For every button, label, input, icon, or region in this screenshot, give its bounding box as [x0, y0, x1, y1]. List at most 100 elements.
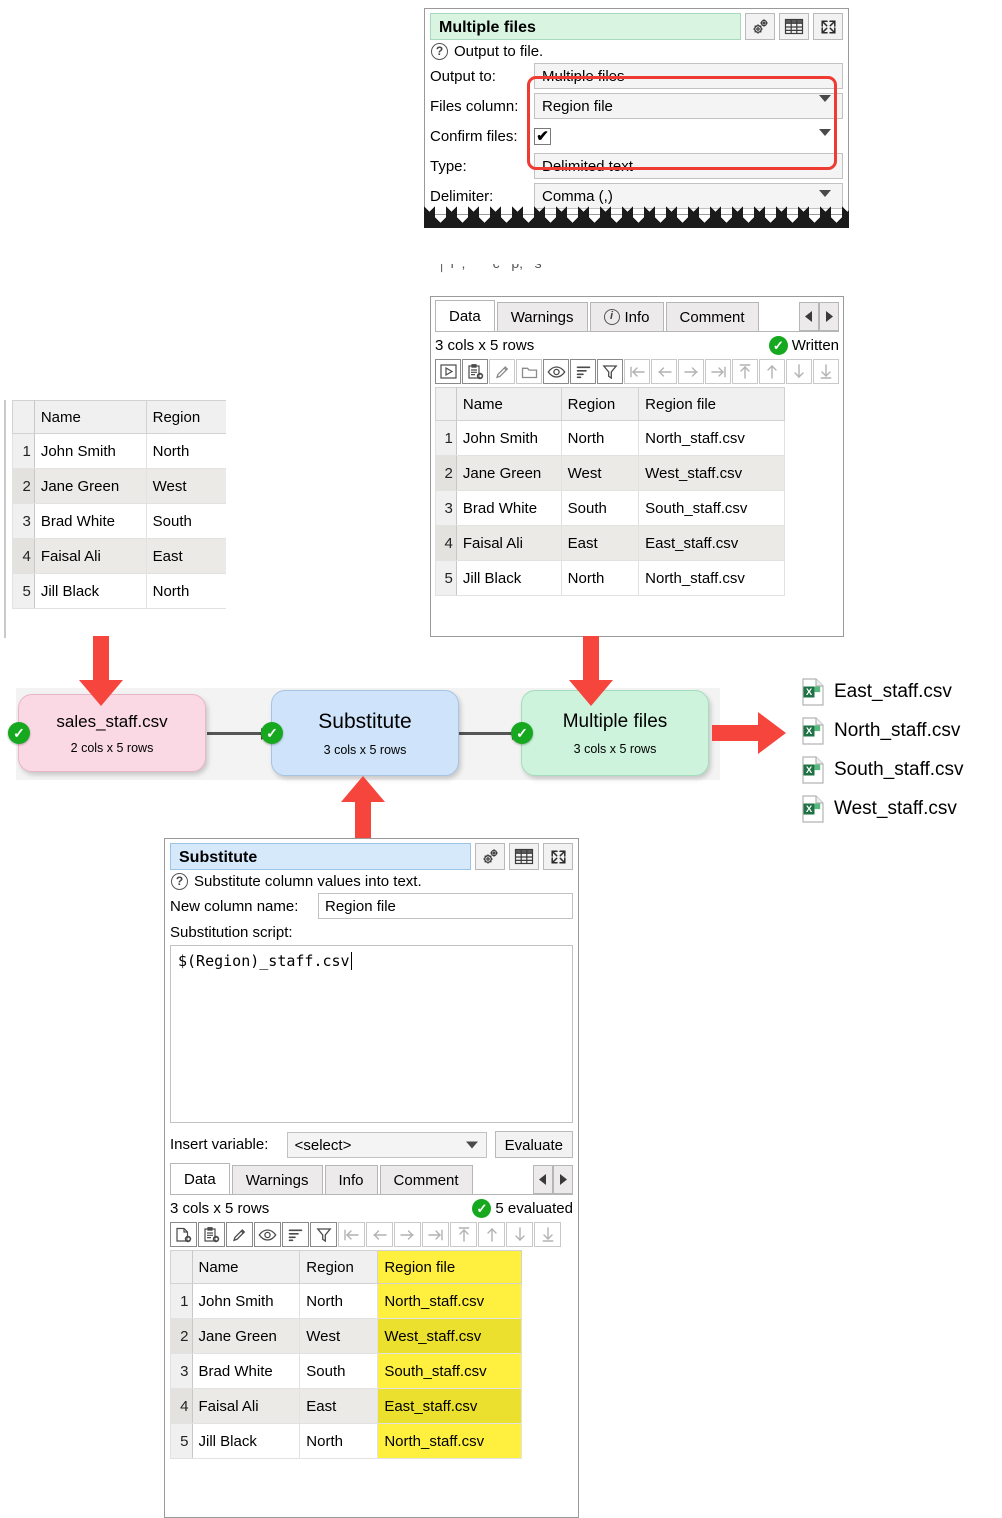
cell-region-file[interactable]: North_staff.csv: [638, 420, 785, 456]
cell-name[interactable]: Brad White: [191, 1353, 301, 1389]
cell-region[interactable]: West: [145, 468, 226, 504]
dialog-title-input[interactable]: Multiple files: [430, 13, 741, 40]
prev-col-icon[interactable]: [366, 1222, 393, 1247]
cell-name[interactable]: Jane Green: [191, 1318, 301, 1354]
paste-icon[interactable]: [198, 1222, 225, 1247]
tab-info[interactable]: Info: [324, 1165, 378, 1194]
tab-warnings[interactable]: Warnings: [231, 1165, 323, 1194]
sort-icon[interactable]: [282, 1222, 309, 1247]
tab-scroll-left-icon[interactable]: [533, 1165, 553, 1194]
paste-icon[interactable]: [462, 359, 488, 384]
cell-region[interactable]: South: [299, 1353, 379, 1389]
new-column-name-input[interactable]: Region file: [318, 893, 573, 919]
cell-region-file[interactable]: West_staff.csv: [638, 455, 785, 491]
cell-region[interactable]: North: [299, 1423, 379, 1459]
list-item[interactable]: X East_staff.csv: [802, 672, 964, 711]
cell-region[interactable]: South: [560, 490, 640, 526]
cell-region[interactable]: North: [145, 433, 226, 469]
last-col-icon[interactable]: [422, 1222, 449, 1247]
output-to-caret-icon[interactable]: [819, 95, 831, 102]
eye-icon[interactable]: [543, 359, 569, 384]
tab-info[interactable]: i Info: [589, 302, 664, 331]
help-icon[interactable]: ?: [431, 43, 448, 60]
cell-name[interactable]: Jane Green: [33, 468, 147, 504]
first-row-icon[interactable]: [732, 359, 758, 384]
column-header-name[interactable]: Name: [455, 387, 562, 421]
first-row-icon[interactable]: [450, 1222, 477, 1247]
expand-icon[interactable]: [543, 843, 573, 870]
cell-region-file[interactable]: East_staff.csv: [638, 525, 785, 561]
cell-region-file[interactable]: North_staff.csv: [638, 560, 785, 596]
cell-region[interactable]: North: [145, 573, 226, 609]
insert-variable-select[interactable]: <select>: [286, 1131, 487, 1158]
table-icon[interactable]: [509, 843, 539, 870]
flow-node-sales-staff-csv[interactable]: ✓ sales_staff.csv 2 cols x 5 rows: [8, 694, 206, 772]
prev-row-icon[interactable]: [478, 1222, 505, 1247]
tab-warnings[interactable]: Warnings: [496, 302, 588, 331]
cell-region[interactable]: North: [560, 560, 640, 596]
column-header-name[interactable]: Name: [33, 400, 147, 434]
prev-row-icon[interactable]: [759, 359, 785, 384]
cell-region[interactable]: West: [299, 1318, 379, 1354]
last-row-icon[interactable]: [813, 359, 839, 384]
cell-name[interactable]: Jane Green: [455, 455, 562, 491]
flow-node-substitute[interactable]: ✓ Substitute 3 cols x 5 rows: [261, 690, 459, 776]
tab-scroll-left-icon[interactable]: [799, 302, 819, 331]
column-header-name[interactable]: Name: [191, 1250, 301, 1284]
last-row-icon[interactable]: [534, 1222, 561, 1247]
new-icon[interactable]: [170, 1222, 197, 1247]
delimiter-select[interactable]: Comma (,): [534, 183, 843, 209]
cell-region[interactable]: East: [299, 1388, 379, 1424]
run-icon[interactable]: [435, 359, 461, 384]
evaluate-button[interactable]: Evaluate: [494, 1131, 573, 1158]
filter-icon[interactable]: [310, 1222, 337, 1247]
expand-icon[interactable]: [813, 13, 843, 40]
list-item[interactable]: X South_staff.csv: [802, 750, 964, 789]
eye-icon[interactable]: [254, 1222, 281, 1247]
list-item[interactable]: X North_staff.csv: [802, 711, 964, 750]
folder-icon[interactable]: [516, 359, 542, 384]
cell-name[interactable]: Jill Black: [191, 1423, 301, 1459]
cell-name[interactable]: Faisal Ali: [33, 538, 147, 574]
filter-icon[interactable]: [597, 359, 623, 384]
type-caret-icon[interactable]: [819, 190, 831, 197]
edit-icon[interactable]: [489, 359, 515, 384]
column-header-region-file[interactable]: Region file: [638, 387, 785, 421]
column-header-region[interactable]: Region: [145, 400, 226, 434]
cell-region[interactable]: West: [560, 455, 640, 491]
cell-name[interactable]: Faisal Ali: [191, 1388, 301, 1424]
cell-name[interactable]: Brad White: [455, 490, 562, 526]
files-column-caret-icon[interactable]: [819, 129, 831, 136]
cell-region-file[interactable]: West_staff.csv: [377, 1318, 522, 1354]
cell-region[interactable]: East: [560, 525, 640, 561]
cell-region[interactable]: East: [145, 538, 226, 574]
next-row-icon[interactable]: [506, 1222, 533, 1247]
sort-icon[interactable]: [570, 359, 596, 384]
cell-region[interactable]: North: [299, 1283, 379, 1319]
confirm-files-checkbox[interactable]: ✔: [534, 127, 551, 145]
cell-region[interactable]: North: [560, 420, 640, 456]
last-col-icon[interactable]: [705, 359, 731, 384]
tab-comment[interactable]: Comment: [665, 302, 759, 331]
output-to-select[interactable]: Multiple files: [534, 63, 843, 89]
substitute-title-input[interactable]: Substitute: [170, 843, 471, 870]
gear-icon[interactable]: [475, 843, 505, 870]
files-column-select[interactable]: Region file: [534, 93, 843, 119]
cell-name[interactable]: Jill Black: [33, 573, 147, 609]
cell-region-file[interactable]: North_staff.csv: [377, 1423, 522, 1459]
cell-region-file[interactable]: North_staff.csv: [377, 1283, 522, 1319]
cell-region[interactable]: South: [145, 503, 226, 539]
tab-comment[interactable]: Comment: [379, 1165, 473, 1194]
column-header-region-file[interactable]: Region file: [377, 1250, 522, 1284]
first-col-icon[interactable]: [624, 359, 650, 384]
cell-region-file[interactable]: East_staff.csv: [377, 1388, 522, 1424]
first-col-icon[interactable]: [338, 1222, 365, 1247]
tab-scroll-right-icon[interactable]: [553, 1165, 573, 1194]
gear-icon[interactable]: [745, 13, 775, 40]
prev-col-icon[interactable]: [651, 359, 677, 384]
help-icon[interactable]: ?: [171, 873, 188, 890]
list-item[interactable]: X West_staff.csv: [802, 789, 964, 828]
cell-region-file[interactable]: South_staff.csv: [377, 1353, 522, 1389]
column-header-region[interactable]: Region: [299, 1250, 379, 1284]
cell-name[interactable]: Jill Black: [455, 560, 562, 596]
